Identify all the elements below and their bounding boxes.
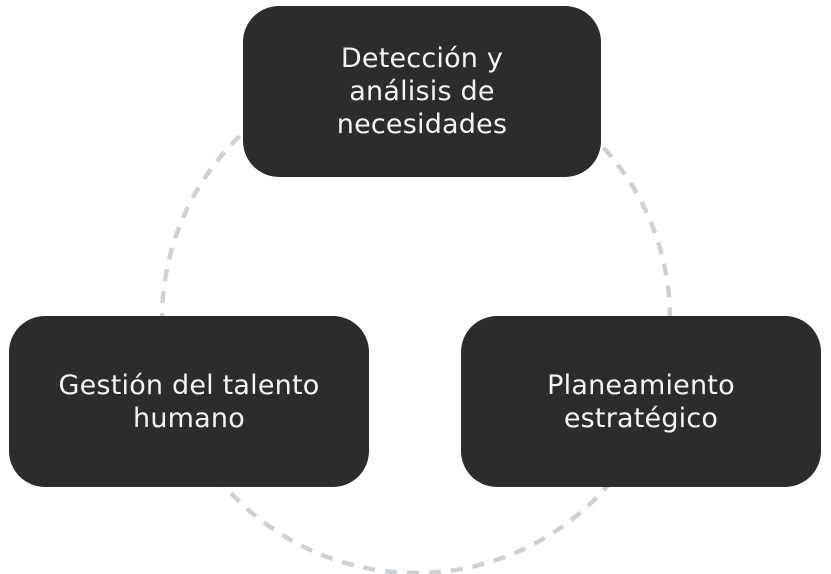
cycle-node-gestion-talento: Gestión del talento humano xyxy=(9,316,369,487)
cycle-node-deteccion: Detección y análisis de necesidades xyxy=(243,6,601,177)
cycle-node-planeamiento: Planeamiento estratégico xyxy=(461,316,821,487)
node-label-gestion-talento: Gestión del talento humano xyxy=(58,369,320,434)
node-label-deteccion: Detección y análisis de necesidades xyxy=(336,43,508,140)
node-label-planeamiento: Planeamiento estratégico xyxy=(547,369,735,434)
